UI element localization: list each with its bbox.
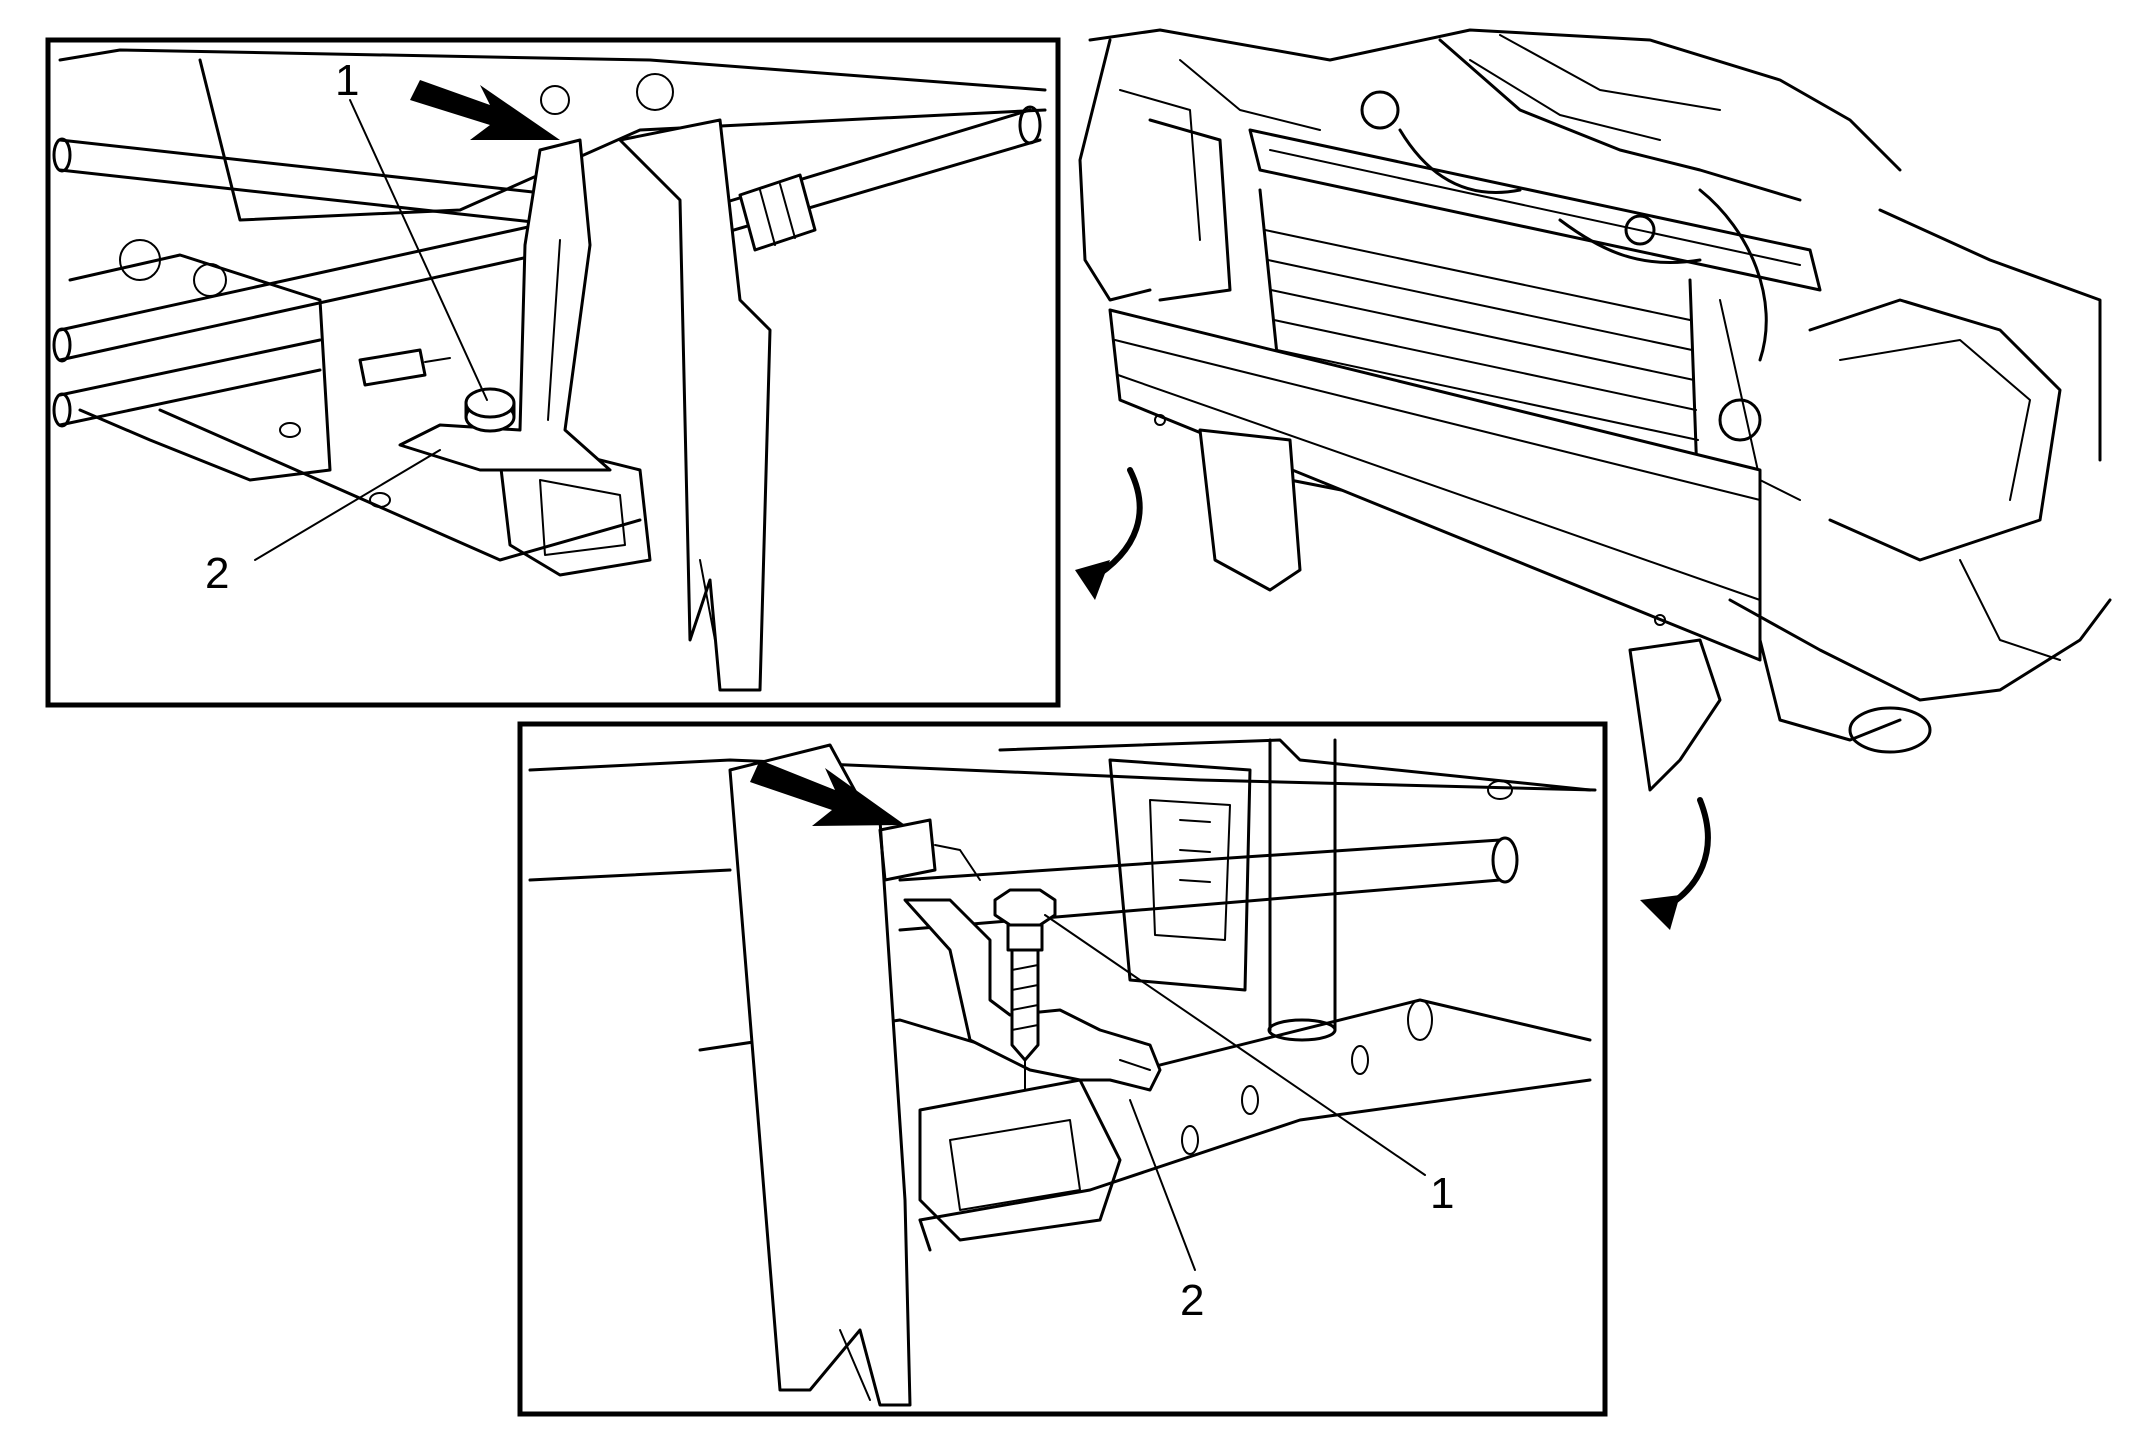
cooler-lines [52, 105, 1042, 428]
fastener-item-1 [464, 387, 516, 433]
detail-inset-bottom: 1 2 [517, 721, 1608, 1417]
removal-direction-arrow-left [1075, 467, 1143, 600]
callout-2: 2 [205, 549, 229, 598]
leader-line-1 [1044, 914, 1426, 1176]
bumper-impact-bar [1108, 308, 1762, 662]
leader-line-2 [1129, 1099, 1196, 1271]
bolt-item-1 [993, 888, 1057, 1091]
air-deflector [618, 118, 772, 692]
callout-1: 1 [1430, 1169, 1454, 1218]
bracket-item-2 [398, 138, 612, 472]
removal-direction-arrow-right [1640, 797, 1711, 930]
indicator-arrow-bottom [750, 760, 905, 826]
indicator-arrow-top [410, 80, 560, 140]
callout-1: 1 [335, 56, 359, 105]
leader-line-1 [349, 99, 488, 401]
callout-2: 2 [1180, 1276, 1204, 1325]
leader-line-2 [254, 449, 441, 561]
vehicle-front-overview [1075, 28, 2112, 930]
bracket-item-2 [903, 898, 1162, 1092]
detail-inset-top-left: 1 2 [45, 37, 1061, 708]
air-deflector [728, 743, 912, 1407]
